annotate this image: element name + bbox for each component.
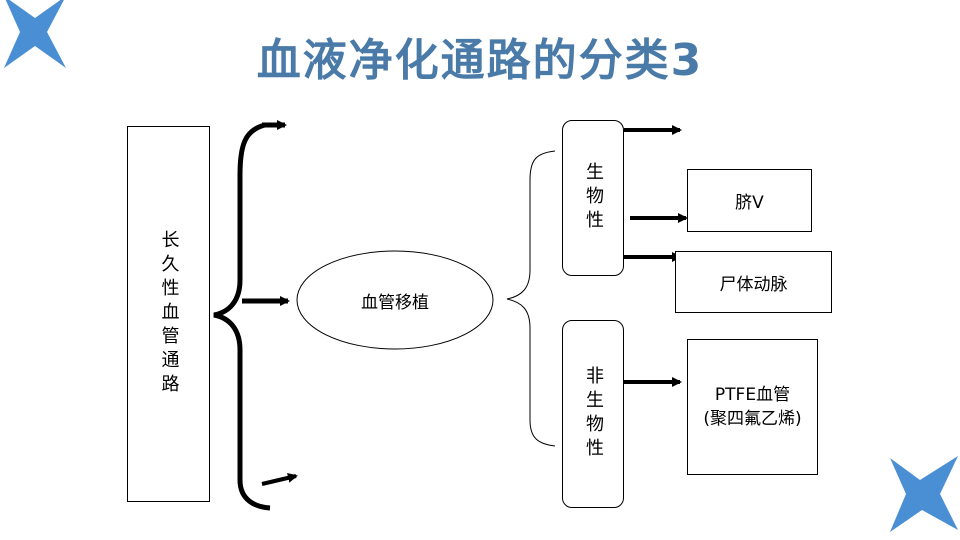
vessel-graft-ellipse [296, 250, 494, 350]
non-biological-label: 非生物性 [583, 366, 604, 462]
cadaver-artery-box: 尸体动脉 [675, 251, 832, 313]
umbilical-vein-label: 脐V [735, 193, 764, 213]
ptfe-box: PTFE血管 (聚四氟乙烯) [687, 339, 818, 475]
biological-box: 生物性 [562, 120, 624, 276]
umbilical-vein-box: 脐V [687, 169, 812, 232]
ptfe-label-line2: (聚四氟乙烯) [703, 409, 802, 429]
star-icon [4, 0, 66, 68]
star-icon [890, 456, 958, 532]
brace-left [213, 122, 271, 511]
long-term-access-box: 长久性血管通路 [127, 126, 210, 502]
vessel-graft-label: 血管移植 [361, 292, 429, 313]
long-term-access-label: 长久性血管通路 [158, 230, 180, 398]
page-title: 血液净化通路的分类3 [256, 35, 704, 86]
cadaver-artery-label: 尸体动脉 [719, 274, 788, 295]
brace-right [506, 150, 556, 447]
non-biological-box: 非生物性 [562, 320, 624, 508]
biological-label: 生物性 [583, 162, 604, 234]
arrow-bottom [261, 472, 298, 486]
ptfe-label-line1: PTFE血管 [714, 385, 791, 405]
